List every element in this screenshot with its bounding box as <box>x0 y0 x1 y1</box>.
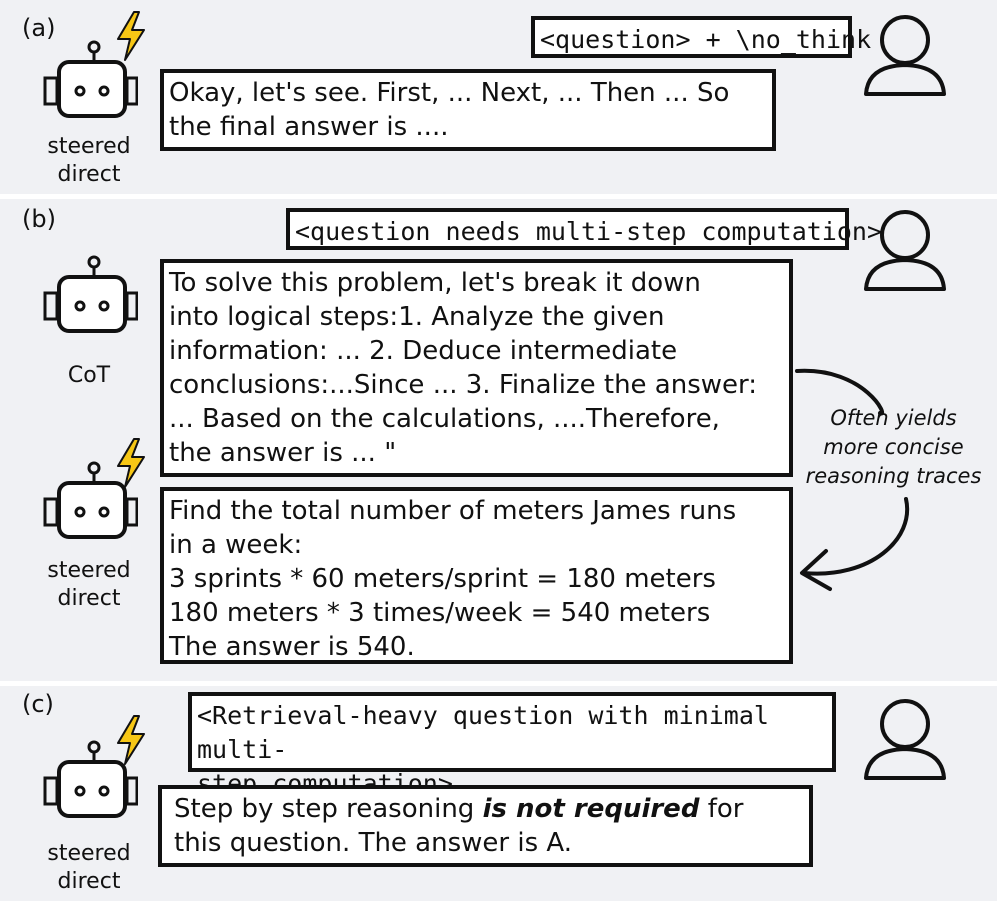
curved-arrow <box>795 368 910 591</box>
response-text-emphasis: is not required <box>482 794 700 824</box>
panel-c: (c) <Retrieval-heavy question with minim… <box>0 686 997 901</box>
response-box-c: Step by step reasoning is not required f… <box>158 785 813 867</box>
user-prompt-box-b: <question needs multi-step computation> <box>286 208 882 250</box>
panel-label-c: (c) <box>22 690 54 718</box>
robot-label-c: steered direct <box>34 840 144 896</box>
panel-b: (b) <question needs multi-step computati… <box>0 199 997 681</box>
panel-label-a: (a) <box>22 14 56 42</box>
user-icon <box>864 15 946 96</box>
panel-a: (a) <question> + \no_think steered direc… <box>0 0 997 194</box>
user-prompt-box-c: <Retrieval-heavy question with minimal m… <box>188 692 836 798</box>
robot-icon <box>43 740 138 818</box>
robot-icon <box>43 255 138 333</box>
robot-icon <box>43 461 138 539</box>
steered-response-box: Find the total number of meters James ru… <box>160 487 793 664</box>
lightning-icon <box>117 11 145 61</box>
response-text-post: for this question. The answer is A. <box>174 794 744 858</box>
cot-response-box: To solve this problem, let's break it do… <box>160 259 793 477</box>
lightning-icon <box>117 438 145 488</box>
lightning-icon <box>117 715 145 765</box>
robot-label-line1: steered <box>47 134 131 159</box>
robot-label-line2: direct <box>57 162 121 187</box>
user-icon <box>864 210 946 291</box>
robot-label-line1: steered <box>47 841 131 866</box>
panel-label-b: (b) <box>22 205 56 233</box>
user-prompt-box-a: <question> + \no_think <box>531 16 871 58</box>
cot-label: CoT <box>67 363 111 388</box>
robot-label-a: steered direct <box>34 133 144 189</box>
response-text-pre: Step by step reasoning <box>174 794 483 824</box>
robot-icon <box>43 40 138 118</box>
steered-label-b: steered direct <box>34 557 144 613</box>
arrow-caption: Often yields more concise reasoning trac… <box>805 406 982 488</box>
steered-label-line1: steered <box>47 558 131 583</box>
response-box-a: Okay, let's see. First, ... Next, ... Th… <box>160 69 776 151</box>
steered-label-line2: direct <box>57 586 121 611</box>
user-icon <box>864 699 946 780</box>
robot-label-line2: direct <box>57 869 121 894</box>
